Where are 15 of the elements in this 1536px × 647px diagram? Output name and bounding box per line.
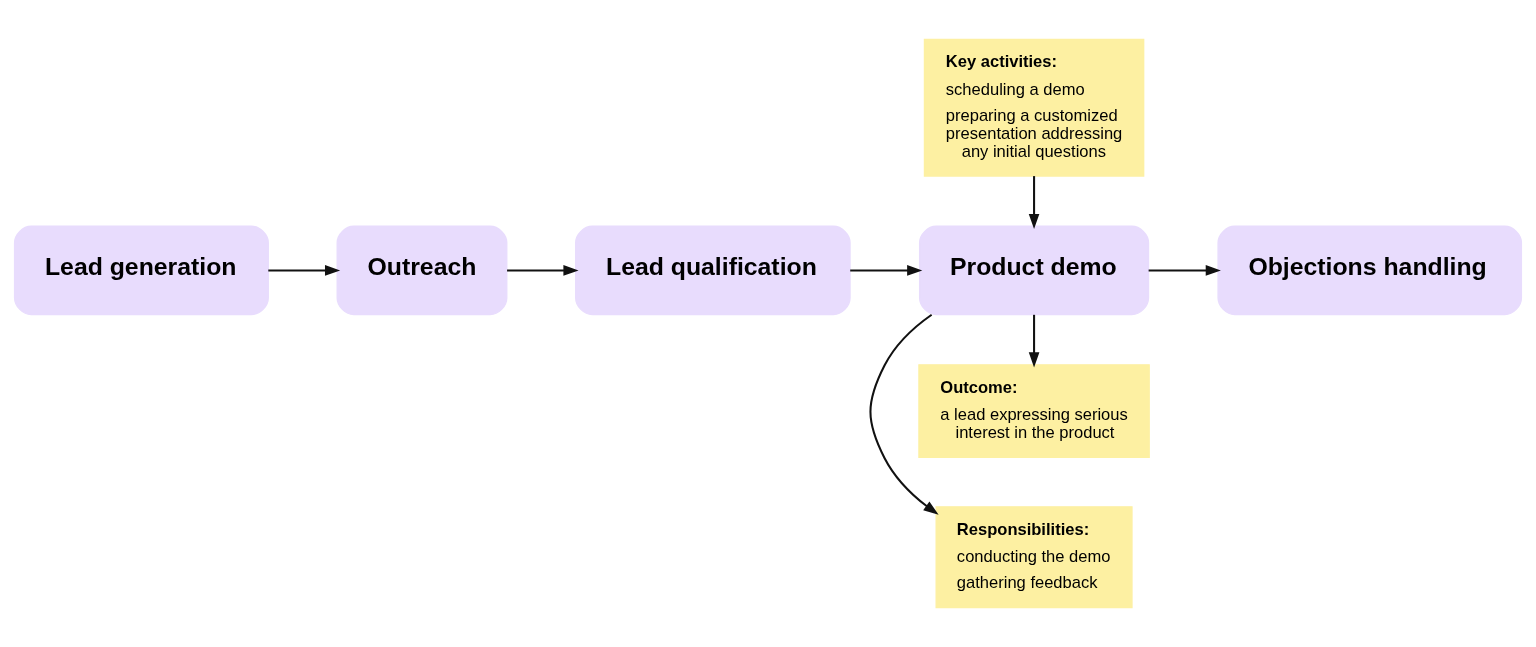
node-box: Outcome: a lead expressing serious interest in the product [918, 364, 1150, 458]
node-box: Lead qualification [575, 225, 851, 316]
arrow [268, 265, 341, 276]
arrow [1028, 314, 1040, 368]
arrow [869, 313, 939, 515]
node-box: Lead generation [13, 225, 269, 316]
node-box: Responsibilities: conducting the demo gathering feedback [935, 506, 1133, 609]
arrow [1028, 176, 1040, 230]
node-box: Product demo [918, 225, 1150, 316]
arrow [1148, 265, 1221, 276]
node-box: Key activities: scheduling a demo preparing a customized presentation addressing any initial questions [923, 38, 1145, 177]
node-box: Outreach [336, 225, 508, 316]
node-box: Objections handling [1217, 225, 1523, 316]
arrow [850, 265, 923, 276]
arrow [507, 265, 579, 276]
